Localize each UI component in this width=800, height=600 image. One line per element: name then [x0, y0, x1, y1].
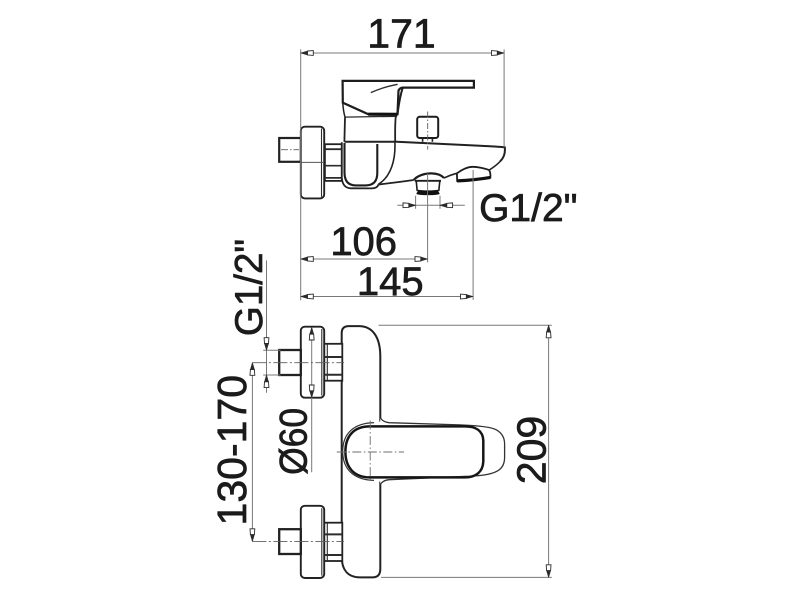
svg-text:209: 209 [508, 416, 554, 484]
svg-text:Ø60: Ø60 [272, 408, 315, 475]
svg-text:145: 145 [357, 260, 424, 304]
svg-text:171: 171 [367, 11, 435, 57]
svg-text:G1/2": G1/2" [479, 187, 577, 230]
svg-text:G1/2": G1/2" [228, 239, 271, 336]
svg-text:130-170: 130-170 [209, 375, 255, 525]
svg-text:106: 106 [330, 220, 397, 264]
